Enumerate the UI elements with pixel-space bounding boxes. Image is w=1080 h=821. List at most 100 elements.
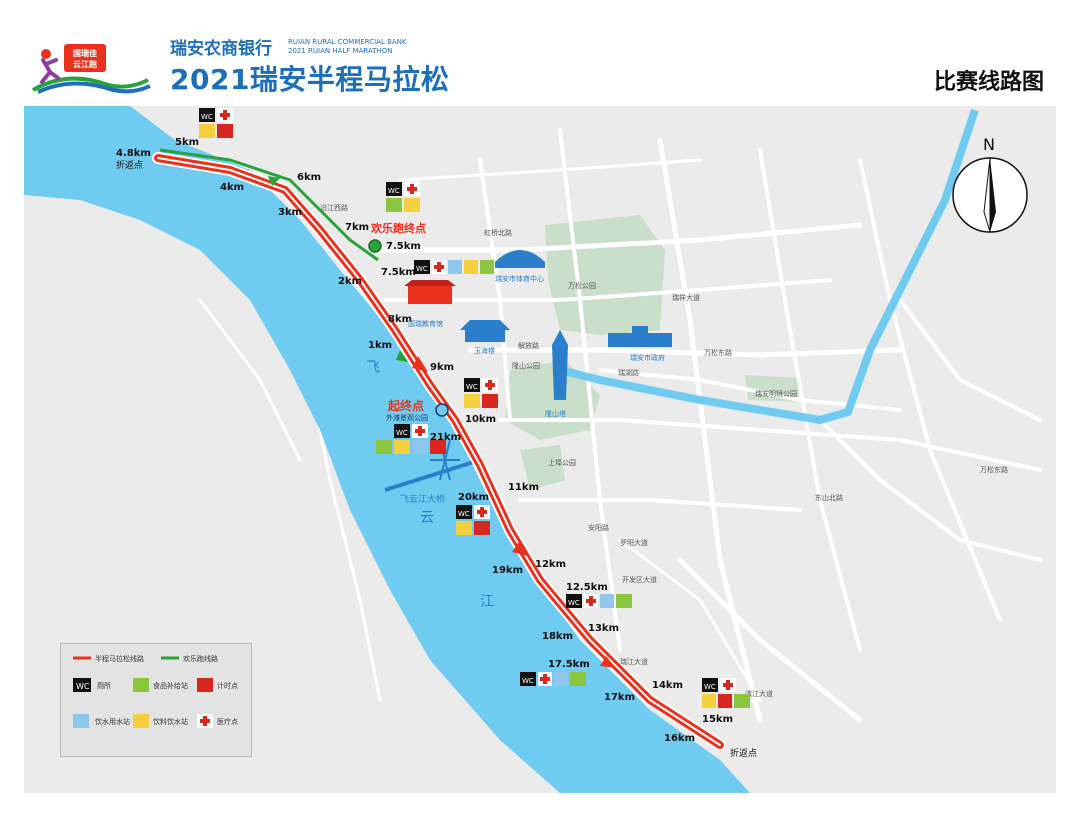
canal [559, 108, 979, 425]
river-label-2: 云 [420, 510, 434, 526]
upland-park-label: 上埠公园 [548, 458, 576, 467]
legend-wc-icon-text: WC [76, 682, 90, 691]
start-finish-sublabel: 外滩景观公园 [386, 413, 428, 422]
gov-label: 瑞安市政府 [630, 353, 665, 362]
km-2: 2km [338, 276, 362, 287]
aid-stations: WC WC WC WC WC [199, 108, 750, 708]
route-map-title: 比赛线路图 [933, 70, 1044, 95]
aid-station-5km: WC [199, 108, 233, 138]
km-6: 6km [297, 172, 321, 183]
km-21: 21km [430, 432, 461, 443]
map-labels: 万松公园 隆山公园 上埠公园 瑞安明镜公园 瑞祥大道 万松东路 安阳路 东山北路… [320, 203, 1008, 698]
km-12-5: 12.5km [566, 582, 608, 593]
road-label-4: 东山北路 [815, 493, 843, 502]
km-17-5: 17.5km [548, 659, 590, 670]
landmark-gov: 瑞安市政府 [608, 326, 672, 362]
km-markers: 1km 2km 3km 4km 5km 6km 7km 7.5km 8km 9k… [116, 137, 733, 744]
km-14: 14km [652, 680, 683, 691]
road-label-11: 解放路 [518, 341, 539, 350]
half-marathon-route [152, 152, 726, 751]
svg-text:云江跑: 云江跑 [73, 59, 97, 69]
km-9: 9km [430, 362, 454, 373]
km-4: 4km [220, 182, 244, 193]
page-title: 2021瑞安半程马拉松 [170, 63, 450, 96]
km-13: 13km [588, 623, 619, 634]
km-10: 10km [465, 414, 496, 425]
yuhai-label: 玉海楼 [474, 346, 495, 355]
wc-icon: WC [568, 599, 580, 607]
legend-food: 食品补给站 [153, 681, 188, 690]
longshan-park-label: 隆山公园 [512, 361, 540, 370]
km-12: 12km [535, 559, 566, 570]
aid-station-17-5km: WC [520, 672, 586, 686]
road-label-7: 万松东路 [980, 465, 1008, 474]
km-3: 3km [278, 207, 302, 218]
aid-station-12-5km: WC [566, 594, 632, 608]
wc-icon: WC [396, 429, 408, 437]
road-label-1: 瑞祥大道 [672, 293, 700, 302]
wc-icon: WC [388, 187, 400, 195]
turn-point-2-label: 折返点 [730, 747, 757, 759]
green-area-upland [520, 445, 565, 490]
landmark-edu: 国瑞教育馆 [404, 280, 456, 328]
map-legend: 半程马拉松线路 欢乐跑线路 WC 厕所 食品补给站 计时点 饮水用水站 饮料饮水… [60, 643, 252, 757]
km-16: 16km [664, 733, 695, 744]
road-label-9: 沿江西路 [320, 203, 348, 212]
green-area-wansong [545, 215, 665, 335]
wc-icon: WC [416, 265, 428, 273]
turn-point-1-label: 折返点 [116, 159, 143, 171]
road-label-8: 罗阳大道 [620, 538, 648, 547]
river-label-3: 江 [480, 594, 494, 610]
svg-text:国瑞佳: 国瑞佳 [73, 48, 97, 58]
aid-station-10km: WC [464, 378, 498, 408]
legend-svg: 半程马拉松线路 欢乐跑线路 WC 厕所 食品补给站 计时点 饮水用水站 饮料饮水… [73, 654, 238, 728]
km-19: 19km [492, 565, 523, 576]
km-20: 20km [458, 492, 489, 503]
ruian-park-label: 瑞安明镜公园 [755, 389, 797, 398]
km-11: 11km [508, 482, 539, 493]
legend-half-route: 半程马拉松线路 [95, 654, 144, 663]
aid-station-7-5km: WC [414, 260, 494, 274]
legend-wc-icon [73, 678, 91, 692]
fun-run-finish-label: 欢乐跑终点 [370, 221, 426, 235]
km-18: 18km [542, 631, 573, 642]
road-label-3: 安阳路 [588, 523, 609, 532]
legend-water-icon [73, 714, 89, 728]
road-label-5: 开发区大道 [622, 575, 657, 584]
aid-station-7km: WC [386, 182, 420, 212]
landmark-yuhai: 玉海楼 [460, 320, 510, 355]
longshan-label: 隆山塔 [545, 409, 566, 418]
km-5: 5km [175, 137, 199, 148]
header: 国瑞佳 云江跑 瑞安农商银行 RUIAN RURAL COMMERCIAL BA… [0, 0, 1080, 104]
map-svg: 飞 云 江 飞云江大桥 欢乐跑终点 起终点 外滩景观公园 [24, 106, 1042, 793]
wc-icon: WC [458, 510, 470, 518]
km-7: 7km [345, 222, 369, 233]
start-finish-label: 起终点 [387, 398, 424, 413]
legend-medical: 医疗点 [217, 717, 238, 726]
turn-point-1-km: 4.8km [116, 148, 151, 159]
km-17: 17km [604, 692, 635, 703]
wc-icon: WC [704, 683, 716, 691]
road-label-12: 瑞湖路 [618, 368, 639, 377]
stadium-label: 瑞安市体育中心 [495, 274, 544, 283]
road-label-6: 瑞江大道 [620, 657, 648, 666]
aid-station-20km: WC [456, 505, 490, 535]
sponsor-english: RUIAN RURAL COMMERCIAL BANK 2021 RUIAN H… [288, 38, 406, 56]
legend-fun-route: 欢乐跑线路 [183, 654, 218, 663]
sponsor-en-line-1: RUIAN RURAL COMMERCIAL BANK [288, 38, 407, 46]
road-label-10: 虹桥北路 [484, 228, 512, 237]
aid-station-21km: WC [376, 424, 446, 454]
edu-label: 国瑞教育馆 [408, 319, 443, 328]
bridge-label: 飞云江大桥 [400, 493, 445, 505]
legend-drink-icon [133, 714, 149, 728]
medical-cross-icon [200, 716, 210, 726]
legend-wc: 厕所 [97, 681, 111, 690]
legend-food-icon [133, 678, 149, 692]
sponsor-en-line-2: 2021 RUIAN HALF MARATHON [288, 47, 393, 55]
wansong-park-label: 万松公园 [568, 281, 596, 290]
road-label-13: 滨江大道 [745, 689, 773, 698]
event-logo: 国瑞佳 云江跑 [32, 44, 151, 94]
km-7-5: 7.5km [381, 267, 416, 278]
fun-run-finish-marker [368, 239, 382, 253]
fun-run-route [159, 148, 379, 262]
